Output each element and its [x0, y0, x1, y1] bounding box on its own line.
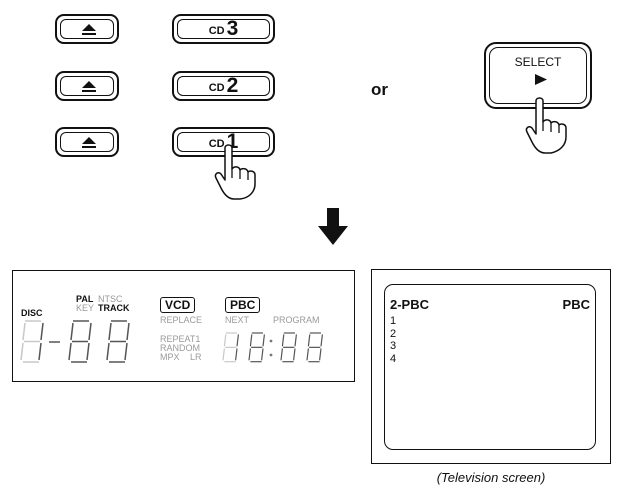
select-label: SELECT [514, 55, 562, 69]
lr-indicator: LR [190, 352, 202, 362]
tv-display-area: 2-PBC PBC 1 2 3 4 [384, 284, 596, 450]
select-button[interactable]: SELECT [484, 42, 592, 109]
cd1-number: 1 [226, 130, 239, 153]
list-item: 4 [390, 352, 397, 365]
disc-indicator: DISC [21, 308, 43, 318]
or-label: or [371, 80, 388, 99]
tv-item-list: 1 2 3 4 [390, 315, 396, 365]
random-indicator: RANDOM [160, 343, 200, 353]
eject-icon [82, 137, 96, 148]
cd2-prefix: CD [208, 82, 225, 94]
eject-icon [82, 81, 96, 92]
list-item: 3 [390, 340, 397, 353]
pbc-indicator: PBC [225, 297, 261, 313]
tv-title: 2-PBC [390, 297, 430, 312]
segment-colon-dot [269, 353, 273, 357]
eject-button-3[interactable] [55, 14, 119, 44]
front-panel-display: DISC PAL KEY NTSC TRACK VCD PBC REPLACE … [12, 270, 355, 382]
segment-digit [222, 332, 239, 363]
list-item: 1 [390, 315, 397, 327]
program-indicator: PROGRAM [273, 315, 320, 325]
vcd-indicator: VCD [160, 297, 196, 313]
pointing-hand-icon [525, 97, 567, 154]
repeat1-indicator: REPEAT1 [160, 334, 201, 344]
segment-digit [248, 332, 265, 363]
replace-indicator: REPLACE [160, 315, 203, 325]
eject-button-2[interactable] [55, 71, 119, 101]
segment-digit [280, 332, 297, 363]
seven-segment-digits [20, 320, 323, 363]
cd2-button[interactable]: CD2 [172, 71, 275, 101]
eject-button-1[interactable] [55, 127, 119, 157]
eject-icon [82, 24, 96, 35]
cd3-prefix: CD [208, 25, 225, 37]
segment-digit [68, 320, 92, 363]
key-indicator: KEY [76, 303, 95, 313]
cd3-number: 3 [226, 17, 239, 40]
play-icon [535, 74, 547, 85]
segment-digit [106, 320, 130, 363]
television-screen: 2-PBC PBC 1 2 3 4 [371, 269, 611, 464]
cd1-prefix: CD [208, 138, 225, 150]
list-item: 2 [390, 327, 397, 340]
down-arrow-icon [318, 208, 348, 245]
ntsc-indicator: NTSC [98, 294, 123, 304]
track-indicator: TRACK [98, 303, 130, 313]
segment-colon-dot [269, 339, 273, 343]
segment-digit [306, 332, 323, 363]
tv-pbc-badge: PBC [562, 297, 590, 312]
pal-indicator: PAL [76, 294, 94, 304]
cd3-button[interactable]: CD3 [172, 14, 275, 44]
cd2-number: 2 [226, 74, 239, 97]
tv-caption: (Television screen) [436, 470, 546, 485]
mpx-indicator: MPX [160, 352, 180, 362]
segment-digit [20, 320, 44, 363]
cd1-button[interactable]: CD1 [172, 127, 275, 157]
pointing-hand-icon [214, 144, 256, 200]
next-indicator: NEXT [225, 315, 250, 325]
